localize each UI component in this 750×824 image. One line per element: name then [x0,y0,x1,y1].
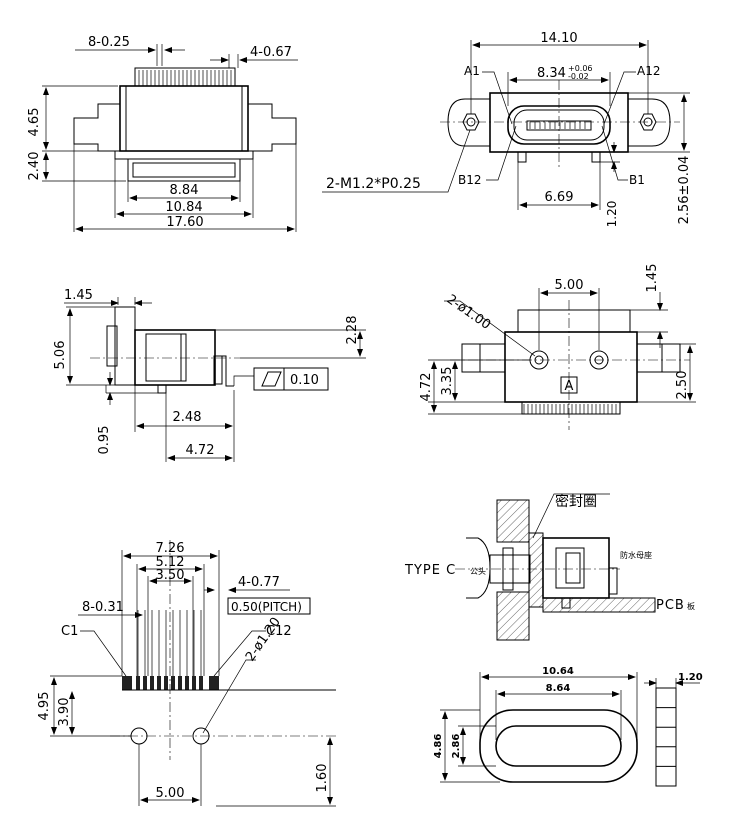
pcb-label: PCB [656,598,685,613]
pcb-pad [185,676,189,690]
dim-pcb-holes: 2-ø1.20 [243,615,284,664]
pcb-pad [143,676,147,690]
side-body [134,329,216,386]
board-label: 板 [687,601,695,611]
front-view: 14.10 8.34 +0.06 -0.02 A1 A12 B12 B1 2-M… [322,31,692,227]
pcb-pitch-note: 0.50(PITCH) [231,600,302,614]
dim-side-standoff: 0.95 [97,426,112,455]
dim-seal-outer: 10.64 [542,666,574,677]
dim-pcb-pads-a: 8-0.31 [82,600,124,615]
dim-bottom-h1: 3.35 [440,367,455,396]
socket-label: 防水母座 [620,550,652,560]
label-b1: B1 [629,173,645,187]
seal-ring-view: 10.64 8.64 4.86 2.86 1.20 [433,666,703,787]
label-b12: B12 [458,173,482,187]
dim-front-post-span: 6.69 [545,190,574,205]
dim-top-h1: 4.65 [27,108,42,137]
side-flange [114,306,136,386]
dim-side-length2: 4.72 [186,443,215,458]
bottom-view: A 5.00 1.45 2-ø1.00 3.35 4.72 2.50 [419,264,696,430]
datum-label: A [565,379,574,394]
male-label: 公头 [470,566,486,576]
dim-pcb-hole-span: 5.00 [156,786,185,801]
pcb-pad-wide [122,676,132,690]
dim-front-post-h: 1.20 [605,201,619,228]
dim-bottom-top-offset: 1.45 [645,264,660,293]
dim-seal-inner: 8.64 [546,683,571,694]
type-c-label: TYPE C [404,563,456,578]
pcb-pad [164,676,168,690]
pcb-section [542,597,656,613]
bottom-contacts [521,401,621,415]
pcb-pad [192,676,196,690]
label-c1: C1 [61,624,78,639]
top-view: 8-0.25 4-0.67 4.65 2.40 8.84 10.84 17.60 [27,35,298,232]
dim-front-screw: 2-M1.2*P0.25 [326,176,421,192]
top-body [119,85,249,152]
dim-front-opening: 8.34 [537,66,566,81]
seal-ring-inner [495,725,622,767]
pcb-pad [150,676,154,690]
dim-pcb-edge: 1.60 [315,764,330,793]
pcb-pad [178,676,182,690]
pcb-pad [136,676,140,690]
label-a12: A12 [637,64,660,78]
seal-ring-outer [479,709,638,783]
dim-seal-h-inner: 2.86 [451,734,462,759]
top-tail [127,158,241,182]
dim-top-total: 17.60 [166,215,203,230]
pcb-pad-wide [209,676,219,690]
dim-top-h2: 2.40 [27,152,42,181]
flatness-value: 0.10 [290,373,319,388]
dim-side-right-h: 2.28 [345,316,360,345]
dim-pcb-inner: 3.50 [156,568,185,583]
pcb-pad [157,676,161,690]
side-view: 1.45 5.06 2.28 0.10 0.95 2.48 4.72 [53,288,366,462]
dim-pcb-h1: 4.95 [37,692,52,721]
pcb-pad [199,676,203,690]
seal-label: 密封圈 [555,493,597,510]
assembly-view: 密封圈 TYPE C 公头 防水母座 PCB 板 [404,493,695,641]
pcb-pad [171,676,175,690]
dim-seal-h-outer: 4.86 [433,734,444,759]
dim-pcb-h2: 3.90 [57,698,72,727]
dim-top-mid: 10.84 [165,200,202,215]
dim-front-opening-tol-minus: -0.02 [568,72,589,81]
dim-top-pins-b: 4-0.67 [250,45,292,60]
dim-front-width: 14.10 [540,31,577,46]
flatness-symbol [261,371,282,387]
panel-upper [496,499,530,543]
dim-front-height: 2.56±0.04 [677,156,692,225]
label-c12: C12 [266,624,292,639]
dim-bottom-post-span: 5.00 [555,278,584,293]
dim-pcb-mid: 5.12 [156,555,185,570]
seal-ring-section [528,532,544,608]
dim-pcb-outer: 7.26 [156,541,185,556]
dim-side-height: 5.06 [53,341,68,370]
panel-lower [496,591,530,641]
dim-seal-thickness: 1.20 [678,672,703,683]
dim-top-inner: 8.84 [170,183,199,198]
top-contacts [134,67,236,87]
seal-ring-side-outline [655,687,677,787]
dim-bottom-right: 2.50 [675,371,690,400]
socket-body [542,537,610,599]
label-a1: A1 [464,64,480,78]
dim-bottom-h2: 4.72 [419,373,434,402]
seal-ring-side [655,687,677,787]
dim-bottom-holes: 2-ø1.00 [444,292,493,333]
top-flange [114,150,254,160]
dim-top-pins-pitch: 8-0.25 [88,35,130,50]
dim-front-opening-tol-plus: +0.06 [568,64,593,73]
dim-side-length1: 2.48 [173,410,202,425]
dim-pcb-pads-b: 4-0.77 [238,575,280,590]
pcb-layout: 7.26 5.12 3.50 4-0.77 0.50(PITCH) 8-0.31… [37,540,336,807]
dim-side-flange: 1.45 [64,288,93,303]
